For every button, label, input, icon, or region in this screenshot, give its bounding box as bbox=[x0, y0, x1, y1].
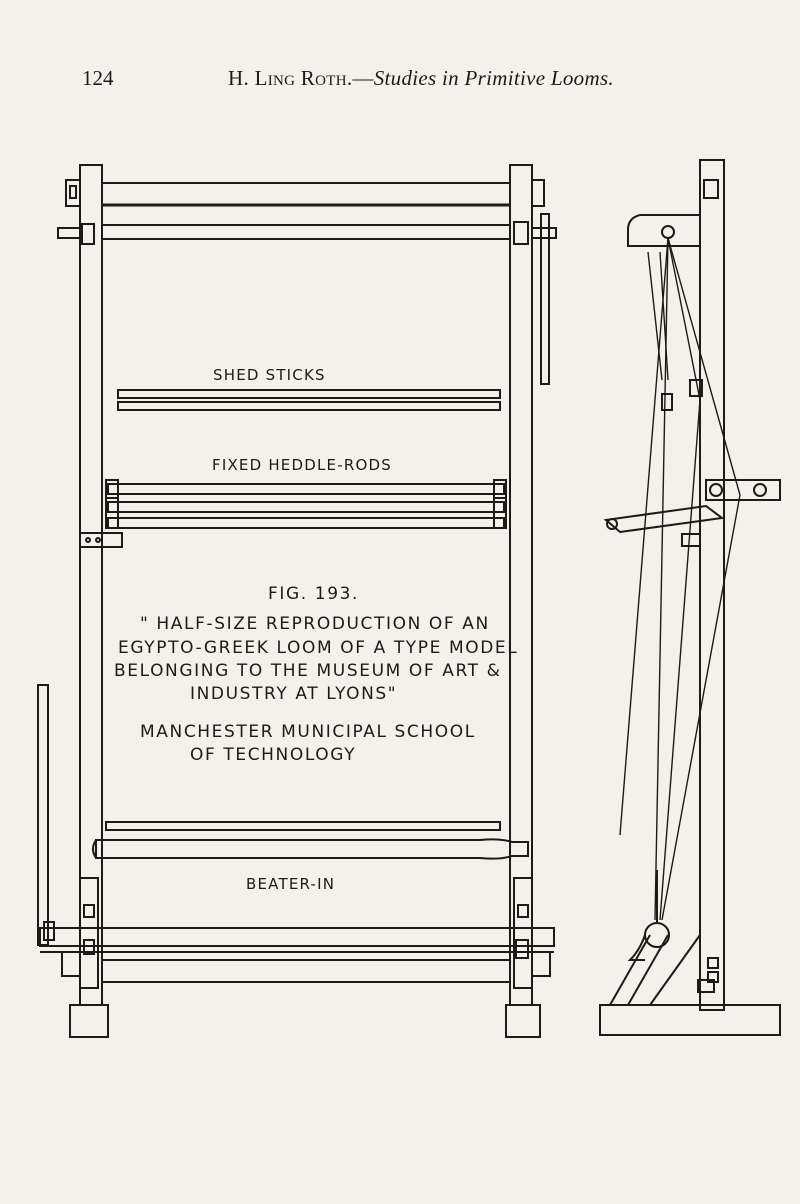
left-post bbox=[57, 164, 109, 1038]
caption-line-6: OF TECHNOLOGY bbox=[190, 745, 357, 765]
side-heddle-rods bbox=[603, 379, 781, 547]
running-title: H. Ling Roth.—Studies in Primitive Looms… bbox=[228, 66, 614, 91]
warp-threads bbox=[619, 237, 741, 921]
shed-sticks-label: SHED STICKS bbox=[213, 366, 326, 384]
fixed-heddle-rods-label: FIXED HEDDLE-RODS bbox=[212, 456, 392, 474]
fixed-heddle-rods bbox=[79, 479, 507, 548]
top-beam bbox=[101, 182, 511, 240]
caption-line-2: EGYPTO-GREEK LOOM OF A TYPE MODEL bbox=[118, 638, 519, 658]
shed-sticks bbox=[117, 389, 501, 411]
caption-line-3: BELONGING TO THE MUSEUM OF ART & bbox=[114, 661, 502, 681]
author-name: H. Ling Roth. bbox=[228, 66, 353, 90]
bottom-frame bbox=[39, 877, 555, 989]
caption-line-1: " HALF-SIZE REPRODUCTION OF AN bbox=[140, 614, 490, 634]
loom-front-view bbox=[37, 164, 557, 1038]
page-number: 124 bbox=[82, 66, 114, 90]
right-post bbox=[505, 164, 557, 1038]
cross-rod bbox=[37, 684, 55, 946]
book-title: Studies in Primitive Looms. bbox=[373, 66, 614, 90]
title-separator: — bbox=[352, 66, 374, 90]
running-head: 124 H. Ling Roth.—Studies in Primitive L… bbox=[82, 66, 722, 96]
caption-line-4: INDUSTRY AT LYONS" bbox=[190, 684, 398, 704]
beater-in bbox=[92, 821, 529, 860]
caption-line-5: MANCHESTER MUNICIPAL SCHOOL bbox=[140, 722, 476, 742]
figure-number: FIG. 193. bbox=[268, 584, 360, 604]
side-base bbox=[609, 870, 701, 1006]
beater-in-label: BEATER-IN bbox=[246, 875, 336, 893]
loom-side-view bbox=[599, 159, 781, 1036]
